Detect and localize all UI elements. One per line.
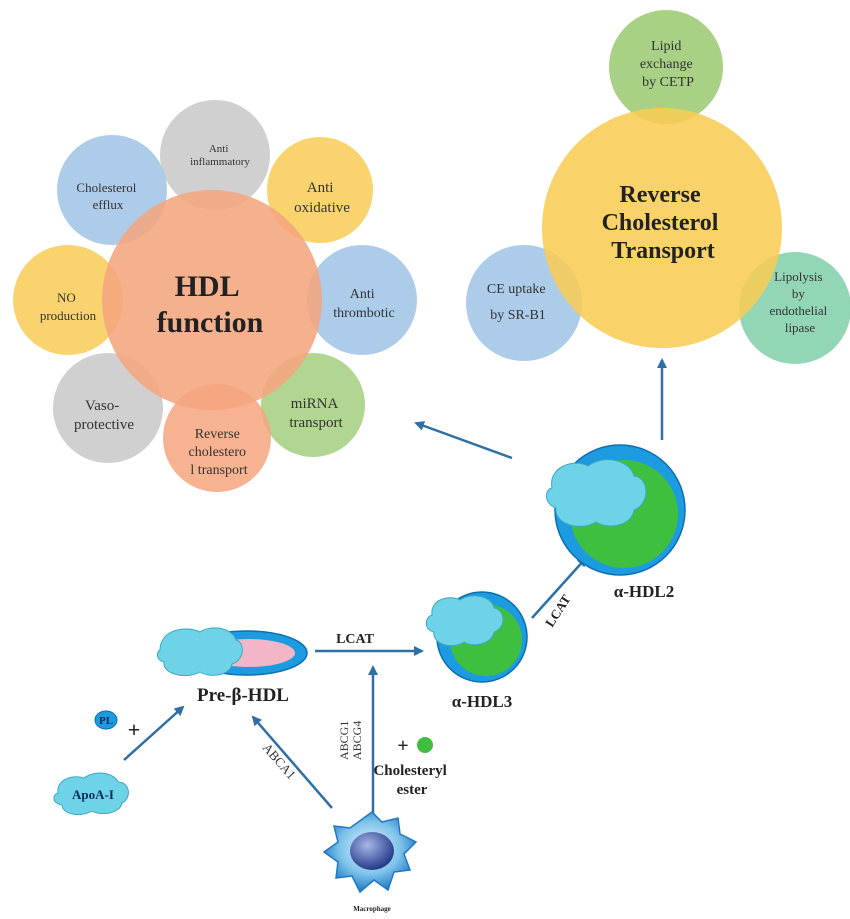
petal-label-anti-oxidative: Anti oxidative — [294, 180, 350, 216]
plus-sign-2: + — [397, 735, 408, 757]
arrow-abca1 — [251, 715, 333, 809]
petal-label-cholesterol-efflux: Cholesterol efflux — [76, 180, 139, 212]
plus-sign-1: + — [128, 717, 141, 742]
cholesteryl-ester-label: Cholesteryl ester — [373, 763, 450, 798]
rct-label-lipid-exchange: Lipid exchange by CETP — [640, 39, 696, 90]
petal-anti-oxidative — [267, 137, 373, 243]
alpha-hdl2-apoa-blob — [546, 459, 647, 527]
abcg1-label: ABCG1 — [337, 721, 351, 760]
petal-reverse-cholesterol-transport — [163, 384, 271, 492]
apoa1-blob — [53, 772, 129, 816]
rct-label-ce-uptake: CE uptake by SR-B1 — [487, 282, 549, 323]
rct-center — [542, 108, 782, 348]
petal-label-no-production: NO production — [40, 290, 97, 323]
rct-cluster: Reverse Cholesterol Transport Lipid exch… — [466, 10, 850, 364]
macrophage-label: Macrophage — [353, 905, 391, 913]
petal-label-anti-inflammatory: Anti inflammatory — [190, 143, 250, 168]
alpha-hdl3-particle: α-HDL3 — [425, 591, 528, 711]
pre-beta-hdl-label: Pre-β-HDL — [197, 685, 289, 706]
lcat-label-2: LCAT — [542, 592, 574, 630]
macrophage-nucleus — [350, 832, 394, 870]
arrow-to-hdl-function — [414, 421, 513, 460]
rct-circle-lipid-exchange — [609, 10, 723, 124]
macrophage-cell: Macrophage — [322, 811, 418, 913]
cholesteryl-ester-dot — [417, 737, 433, 753]
petal-label-reverse-cholesterol-transport: Reverse cholestero l transport — [188, 427, 249, 478]
hdl-function-title: HDL function — [157, 270, 264, 339]
pl-label: PL — [99, 715, 113, 727]
hdl-function-center — [102, 190, 322, 410]
rct-label-lipolysis: Lipolysis by endothelial lipase — [769, 269, 830, 335]
arrow-apoa1-to-pre-beta — [123, 705, 185, 761]
abcg4-label: ABCG4 — [350, 721, 364, 760]
alpha-hdl2-particle: α-HDL2 — [546, 444, 686, 601]
arrow-lcat-2 — [531, 556, 588, 619]
pl-particle — [94, 710, 118, 730]
lcat-label-1: LCAT — [336, 632, 375, 647]
petal-anti-inflammatory — [160, 100, 270, 210]
petal-label-vaso-protective: Vaso- protective — [74, 398, 134, 433]
pre-beta-hdl-apoa-blob — [156, 627, 243, 677]
apoa1-group: PL + ApoA-I — [53, 710, 141, 816]
alpha-hdl3-label: α-HDL3 — [452, 692, 513, 711]
hdl-function-cluster: HDL function Anti inflammatory Anti oxid… — [13, 100, 417, 492]
arrows — [123, 358, 667, 815]
petal-anti-thrombotic — [307, 245, 417, 355]
alpha-hdl3-apoa-blob — [425, 595, 504, 647]
petal-label-anti-thrombotic: Anti thrombotic — [333, 287, 394, 321]
rct-title: Reverse Cholesterol Transport — [602, 182, 725, 264]
petal-no-production — [13, 245, 123, 355]
pre-beta-hdl-particle: Pre-β-HDL — [156, 627, 308, 706]
apoa1-label: ApoA-I — [72, 787, 114, 802]
alpha-hdl2-label: α-HDL2 — [614, 582, 675, 601]
petal-vaso-protective — [53, 353, 163, 463]
petal-label-mirna-transport: miRNA transport — [289, 396, 343, 431]
cholesteryl-ester-group: + Cholesteryl ester — [373, 735, 450, 798]
